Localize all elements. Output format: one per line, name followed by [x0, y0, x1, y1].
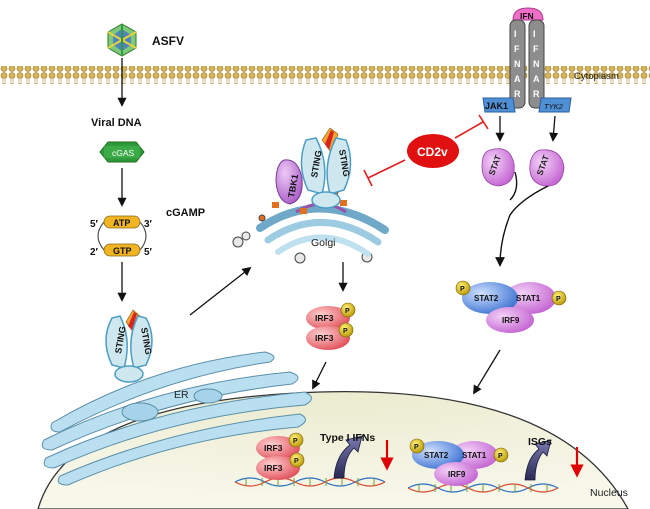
irf9-cyto-label: IRF9: [502, 316, 520, 325]
tbk1-sting-complex: [275, 127, 352, 209]
irf3-cyto-label-1: IRF3: [315, 313, 334, 323]
ifn-label: IFN: [520, 11, 534, 21]
type1-ifns-label: Type I IFNs: [320, 432, 375, 444]
arrow-irf3-nucleus: [312, 361, 327, 390]
irf3-dimer-cytoplasm: [306, 302, 356, 350]
isgf3-complex-cytoplasm: [455, 280, 567, 333]
cd2v-protein: [407, 134, 459, 168]
ifnar-letter: R: [514, 89, 521, 99]
ifnar-left-letters: I F N A R: [514, 29, 521, 99]
stat-monomer-right: [529, 149, 565, 187]
sting-golgi-left-label: STING: [309, 150, 324, 179]
ifnar-letter: A: [533, 74, 540, 84]
cd2v-label: CD2v: [417, 145, 448, 159]
asfv-label: ASFV: [152, 34, 184, 48]
p-nuc-1: P: [414, 444, 419, 451]
nucleus-label: Nucleus: [590, 487, 628, 499]
ifnar-letter: N: [514, 59, 521, 69]
atp-3prime: 3′: [144, 219, 153, 230]
cgamp-molecule: [97, 215, 147, 257]
ifnar-letter: N: [533, 59, 540, 69]
p-nuc-2: P: [498, 453, 503, 460]
p-irf3-cyto-1: P: [345, 308, 350, 315]
sting-er-left-label: STING: [113, 326, 128, 355]
isgf3-complex-nucleus: [409, 438, 509, 486]
atp-5prime: 5′: [90, 219, 99, 230]
arrow-tyk2-stat: [549, 115, 559, 142]
asfv-virus-icon: [107, 23, 137, 57]
isgs-label: ISGs: [528, 436, 552, 448]
stat2-nuc-label: STAT2: [424, 451, 449, 460]
p-cyto-2: P: [556, 296, 561, 303]
ifnar-receptor: [509, 7, 545, 109]
arrow-er-golgi: [189, 266, 252, 316]
p-irf3-nuc-1: P: [293, 438, 298, 445]
er-label: ER: [174, 389, 189, 401]
ifnar-letter: I: [533, 29, 536, 39]
stat1-nuc-label: STAT1: [462, 451, 487, 460]
stat2-cyto-label: STAT2: [474, 294, 499, 303]
stat-monomer-left: [481, 148, 515, 187]
jak1-kinase: [482, 97, 516, 113]
arrow-stat-isgf3: [495, 185, 549, 267]
arrow-isgf3-nucleus: [473, 349, 501, 395]
viral-dna-label: Viral DNA: [91, 117, 142, 129]
jak1-label: JAK1: [485, 101, 508, 111]
sting-golgi-right-label: STING: [337, 149, 352, 178]
ifnar-letter: I: [514, 29, 517, 39]
ifnar-letter: A: [514, 74, 521, 84]
p-irf3-cyto-2: P: [343, 328, 348, 335]
cgamp-label: cGAMP: [166, 207, 205, 219]
cd2v-inhibit-jak: [454, 114, 489, 139]
cd2v-inhibit-sting: [363, 159, 406, 187]
ifnar-letter: R: [533, 89, 540, 99]
ifnar-right-letters: I F N A R: [533, 29, 540, 99]
tyk2-label: TYK2: [544, 102, 564, 111]
ifnar-letter: F: [514, 44, 520, 54]
isgs-up-arrow-icon: [524, 439, 552, 481]
endoplasmic-reticulum: ER: [41, 351, 312, 486]
cytoplasm-label: Cytoplasm: [574, 71, 619, 82]
sting-dimer-er: [105, 309, 153, 383]
stat-merge-left: [509, 171, 518, 201]
ifnar-letter: F: [533, 44, 539, 54]
gtp-5prime: 5′: [144, 247, 153, 258]
atp-label: ATP: [113, 218, 130, 228]
cgas-label: cGAS: [112, 148, 135, 158]
plasma-membrane: [0, 66, 650, 84]
irf3-nuc-label-2: IRF3: [264, 463, 283, 473]
irf3-cyto-label-2: IRF3: [315, 333, 334, 343]
cgas-icon: [99, 141, 145, 163]
irf3-dimer-nucleus: [256, 432, 305, 480]
type1-ifn-up-arrow-icon: [333, 435, 363, 479]
sting-er-right-label: STING: [139, 327, 154, 356]
p-cyto-1: P: [460, 286, 465, 293]
irf9-nuc-label: IRF9: [448, 470, 466, 479]
dna-strand-right: [407, 483, 559, 493]
irf3-nuc-label-1: IRF3: [264, 443, 283, 453]
p-irf3-nuc-2: P: [294, 458, 299, 465]
tyk2-kinase: [538, 97, 572, 113]
gtp-2prime: 2′: [90, 247, 99, 258]
stat1-cyto-label: STAT1: [516, 294, 541, 303]
tbk1-label: TBK1: [286, 173, 300, 198]
golgi-label: Golgi: [311, 237, 336, 249]
dna-strand-left: [234, 477, 386, 487]
gtp-label: GTP: [113, 246, 132, 256]
